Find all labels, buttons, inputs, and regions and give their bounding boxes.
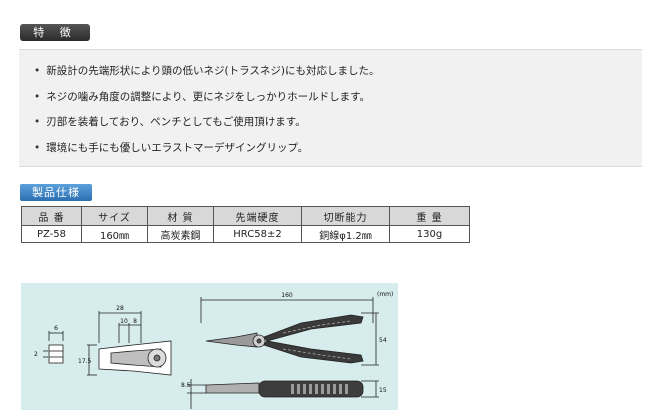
feature-item: 刃部を装着しており、ペンチとしてもご使用頂けます。 xyxy=(34,114,306,129)
tip-section xyxy=(43,331,64,364)
spec-cell-cutting: 銅線φ1.2㎜ xyxy=(301,225,390,243)
spec-data-row: PZ-58 160㎜ 高炭素鋼 HRC58±2 銅線φ1.2㎜ 130g xyxy=(21,225,470,243)
spec-cell-material: 高炭素鋼 xyxy=(147,225,214,243)
spec-heading: 製品仕様 xyxy=(20,184,92,201)
handle-thickness-label: 15 xyxy=(379,387,387,394)
handle-side-view xyxy=(187,379,379,409)
jaw-tip-label: 10 xyxy=(120,318,128,325)
unit-label: (mm) xyxy=(377,291,393,298)
jaw-length-label: 28 xyxy=(116,305,124,312)
features-heading: 特 徴 xyxy=(20,24,90,41)
jaw-side-view xyxy=(87,311,172,376)
jaw-height-label: 17.5 xyxy=(78,358,92,365)
spec-cell-model: PZ-58 xyxy=(21,225,82,243)
spec-cell-size: 160㎜ xyxy=(81,225,148,243)
spec-header-row: 品 番 サイズ 材 質 先端硬度 切断能力 重 量 xyxy=(21,206,470,226)
grip-texture xyxy=(291,384,348,394)
spec-table: 品 番 サイズ 材 質 先端硬度 切断能力 重 量 PZ-58 160㎜ 高炭素… xyxy=(21,206,470,243)
length-label: 160 xyxy=(281,292,293,299)
dimension-drawing: 6 2 28 10 8 17.5 xyxy=(21,283,398,410)
features-panel: 新設計の先端形状により頭の低いネジ(トラスネジ)にも対応しました。 ネジの噛み角… xyxy=(19,49,642,167)
tip-thickness-label: 2 xyxy=(34,351,38,358)
spec-header-cell: 材 質 xyxy=(147,206,214,226)
spec-header-cell: 先端硬度 xyxy=(213,206,302,226)
spec-header-cell: 品 番 xyxy=(21,206,82,226)
pliers-drawing-svg: 6 2 28 10 8 17.5 xyxy=(34,291,393,409)
spec-header-cell: 重 量 xyxy=(389,206,470,226)
spec-header-cell: 切断能力 xyxy=(301,206,390,226)
height-label: 54 xyxy=(379,337,387,344)
feature-item: 新設計の先端形状により頭の低いネジ(トラスネジ)にも対応しました。 xyxy=(34,63,379,78)
spec-cell-hardness: HRC58±2 xyxy=(213,225,302,243)
feature-item: 環境にも手にも優しいエラストマーデザイングリップ。 xyxy=(34,140,308,155)
spec-cell-weight: 130g xyxy=(389,225,470,243)
spec-header-cell: サイズ xyxy=(81,206,148,226)
tip-width-label: 6 xyxy=(54,325,58,332)
handle-offset-label: 8.5 xyxy=(181,382,191,389)
jaw-mid-label: 8 xyxy=(133,318,137,325)
pliers-top-view xyxy=(200,297,379,366)
feature-item: ネジの噛み角度の調整により、更にネジをしっかりホールドします。 xyxy=(34,89,370,104)
